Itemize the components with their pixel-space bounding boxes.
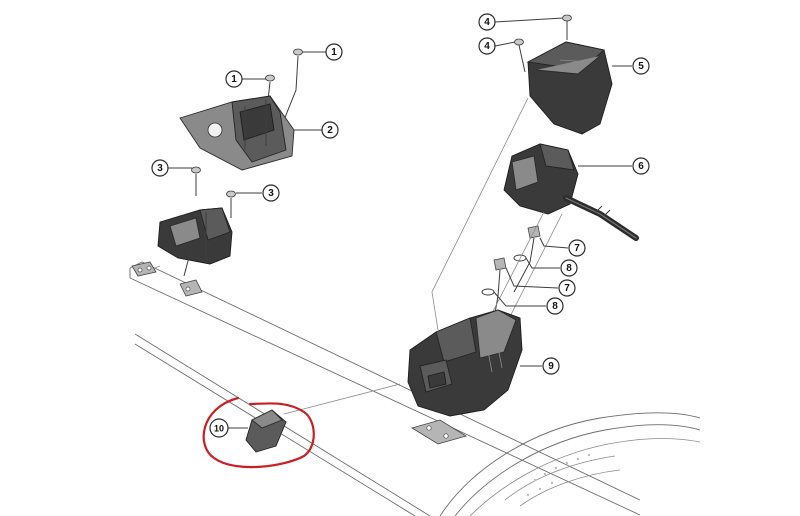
- callout-7-upper: 7: [568, 239, 586, 257]
- svg-text:7: 7: [564, 283, 570, 294]
- cover-part-5: [526, 41, 613, 135]
- mounting-tab-left: [131, 261, 157, 277]
- plug-part-10: [245, 383, 401, 453]
- mounting-tab-right: [411, 419, 467, 445]
- rivet-dots: [526, 453, 591, 497]
- callout-8-lower: 8: [546, 297, 564, 315]
- screw-part-3-left: [191, 166, 201, 196]
- svg-text:2: 2: [327, 125, 333, 136]
- svg-text:5: 5: [638, 61, 644, 72]
- camera-mount-left: [157, 207, 233, 277]
- svg-text:6: 6: [638, 161, 644, 172]
- screw-part-4-lower: [514, 38, 526, 73]
- svg-text:8: 8: [552, 301, 558, 312]
- screw-part-3-right: [226, 190, 236, 218]
- svg-text:10: 10: [214, 424, 224, 434]
- bracket-part-2: [179, 95, 295, 171]
- svg-text:7: 7: [574, 243, 580, 254]
- callout-3-right: 3: [262, 184, 280, 202]
- callout-6: 6: [632, 157, 650, 175]
- callout-5: 5: [632, 57, 650, 75]
- screw-part-1-lower: [265, 74, 275, 101]
- svg-text:8: 8: [566, 263, 572, 274]
- svg-text:3: 3: [268, 188, 274, 199]
- screw-part-7-upper: [513, 225, 541, 293]
- callout-1-upper: 1: [325, 43, 343, 61]
- housing-part-9: [407, 309, 523, 417]
- callout-leaders: [168, 17, 632, 429]
- callout-9: 9: [542, 357, 560, 375]
- washer-part-8-lower: [481, 288, 495, 296]
- screw-part-4-upper: [562, 14, 572, 40]
- svg-text:3: 3: [157, 163, 163, 174]
- callout-3-left: 3: [151, 159, 169, 177]
- svg-text:1: 1: [231, 74, 237, 85]
- svg-text:9: 9: [548, 361, 554, 372]
- svg-text:4: 4: [484, 17, 490, 28]
- callout-4-upper: 4: [478, 13, 496, 31]
- callout-4-lower: 4: [478, 37, 496, 55]
- callout-10: 10: [209, 418, 229, 438]
- callout-1-lower: 1: [225, 70, 243, 88]
- mounting-tab-mid: [179, 279, 203, 297]
- svg-text:1: 1: [331, 47, 337, 58]
- callout-2: 2: [321, 121, 339, 139]
- camera-module-part-6: [503, 143, 639, 241]
- svg-text:4: 4: [484, 41, 490, 52]
- callout-8-upper: 8: [560, 259, 578, 277]
- highlight-ring: [202, 396, 315, 469]
- callout-7-lower: 7: [558, 279, 576, 297]
